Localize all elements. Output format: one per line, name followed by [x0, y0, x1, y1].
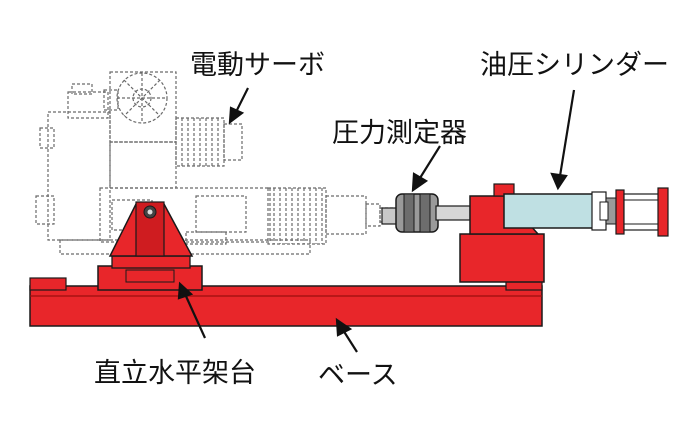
- load-cell: [381, 193, 471, 233]
- label-electric-servo: 電動サーボ: [190, 50, 325, 81]
- label-load-cell: 圧力測定器: [332, 118, 467, 149]
- electric-servo: [35, 71, 395, 255]
- pointer-arrows: [177, 87, 576, 353]
- label-hydraulic-cylinder: 油圧シリンダー: [480, 50, 669, 81]
- base: [29, 277, 543, 327]
- hydraulic-cylinder: [503, 187, 669, 237]
- label-upright-horizontal-mount: 直立水平架台: [94, 358, 256, 389]
- upright-horizontal-mount: [97, 201, 203, 291]
- label-base: ベース: [318, 360, 398, 391]
